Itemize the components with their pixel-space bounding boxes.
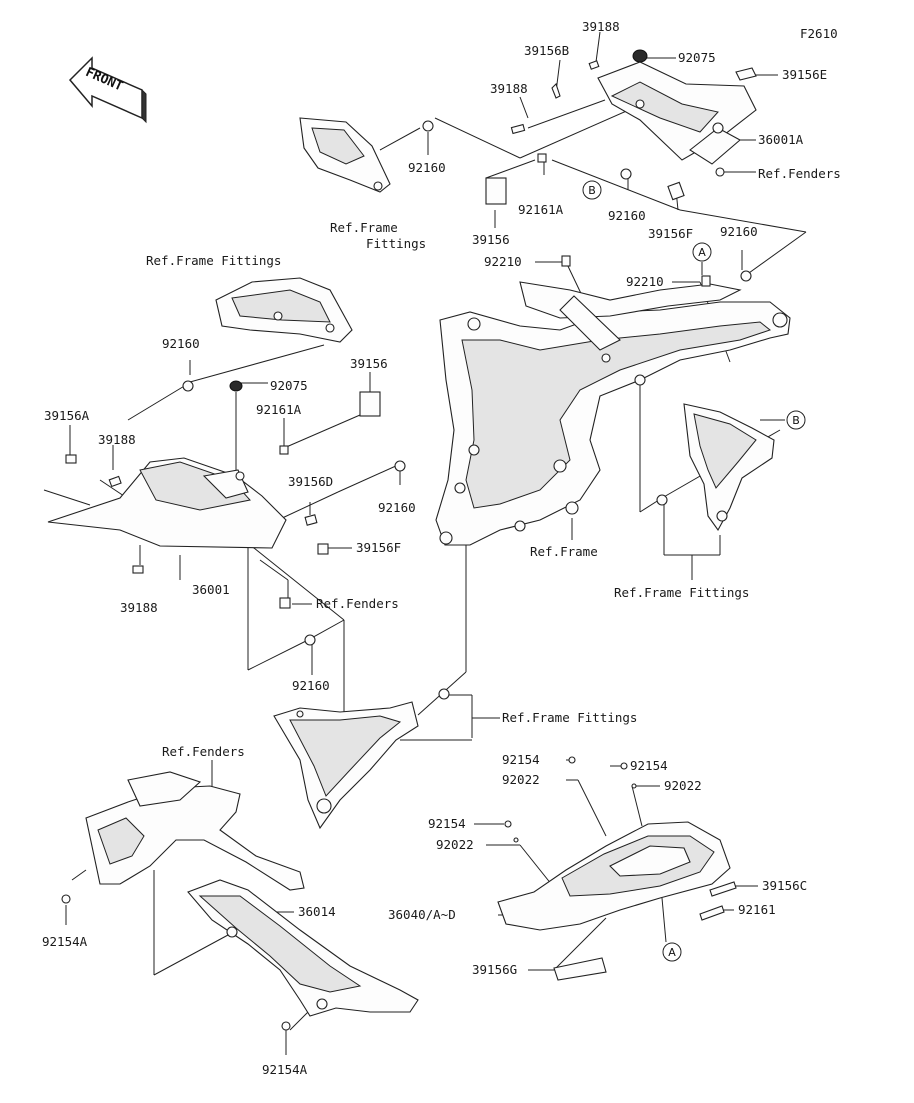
label-ref-frame-fittings-c: Ref.Frame Fittings (614, 585, 749, 600)
label-92160-c: 92160 (720, 224, 758, 239)
part-39156D-39156F-mid (279, 514, 329, 609)
label-92161A-mid: 92161A (256, 402, 302, 417)
part-92154A-bolts (61, 894, 291, 1031)
part-ref-frame-fitting-lower (273, 701, 419, 830)
label-39156D: 39156D (288, 474, 333, 489)
label-92161: 92161 (738, 902, 776, 917)
part-ref-fenders-lower (85, 771, 305, 891)
label-ref-fenders-b: Ref.Fenders (316, 596, 399, 611)
label-92022-b: 92022 (664, 778, 702, 793)
label-39156F-mid: 39156F (356, 540, 401, 555)
label-39156G: 39156G (472, 962, 517, 977)
front-arrow-icon: FRONT (68, 56, 147, 124)
figure-id: F2610 (800, 26, 838, 41)
label-92154A-b: 92154A (262, 1062, 308, 1077)
label-92154-b: 92154 (630, 758, 668, 773)
label-39156F-top: 39156F (648, 226, 693, 241)
label-36001A: 36001A (758, 132, 804, 147)
label-39156-top: 39156 (472, 232, 510, 247)
label-36001: 36001 (192, 582, 230, 597)
part-ref-frame-main (435, 281, 791, 546)
part-39156F-top (667, 167, 725, 201)
callout-B-right: B (786, 410, 806, 430)
label-92210-b: 92210 (626, 274, 664, 289)
svg-text:A: A (668, 946, 676, 959)
label-36014: 36014 (298, 904, 336, 919)
part-ref-frame-fitting-mid (215, 277, 353, 343)
label-92160-d: 92160 (162, 336, 200, 351)
label-92160-a: 92160 (408, 160, 446, 175)
label-92160-b: 92160 (608, 208, 646, 223)
label-39188-left: 39188 (98, 432, 136, 447)
callout-A-top: A (692, 242, 712, 262)
part-39156B (551, 82, 561, 99)
label-36040: 36040/A~D (388, 907, 456, 922)
part-92161A-mid (279, 445, 289, 455)
part-92154-92022-screws (504, 756, 637, 843)
label-39156A: 39156A (44, 408, 90, 423)
part-ref-frame-fitting-right (683, 403, 775, 532)
label-92154-c: 92154 (428, 816, 466, 831)
label-ref-frame-fittings-d: Ref.Frame Fittings (502, 710, 637, 725)
label-ref-fenders-a: Ref.Fenders (758, 166, 841, 181)
part-92160-grommets (182, 120, 752, 700)
part-36001A-rear-bracket (597, 61, 757, 165)
part-labels: 39188 39156B 92075 39156E 39188 36001A 9… (42, 19, 841, 1077)
svg-text:B: B (588, 184, 596, 197)
leader-lines (43, 31, 807, 1055)
part-92075-grommet-mid (229, 380, 243, 392)
label-92160-e: 92160 (378, 500, 416, 515)
label-92075-mid: 92075 (270, 378, 308, 393)
label-39188-bottom: 39188 (120, 600, 158, 615)
part-39156-mid-pad (359, 391, 381, 417)
label-ref-frame: Ref.Frame (530, 544, 598, 559)
part-92210-collars (561, 255, 711, 287)
part-39188-pads (510, 60, 600, 135)
label-92075-top: 92075 (678, 50, 716, 65)
callout-B-left: B (582, 180, 602, 200)
part-36040-tail-cowl (497, 821, 731, 931)
callout-A-bottom: A (662, 942, 682, 962)
part-39156E (735, 67, 757, 81)
svg-text:B: B (792, 414, 800, 427)
label-ref-fenders-c: Ref.Fenders (162, 744, 245, 759)
svg-text:A: A (698, 246, 706, 259)
label-92154-a: 92154 (502, 752, 540, 767)
label-92210-a-visible: 92210 (484, 254, 522, 269)
label-39188-top: 39188 (582, 19, 620, 34)
label-39156B: 39156B (524, 43, 569, 58)
label-92022-c: 92022 (436, 837, 474, 852)
label-39188-mid: 39188 (490, 81, 528, 96)
label-ref-frame-fittings-b: Ref.Frame Fittings (146, 253, 281, 268)
part-36001-side-cover (47, 457, 287, 549)
part-39156G-pad (553, 957, 607, 981)
part-92161A-top (537, 153, 547, 163)
label-39156C: 39156C (762, 878, 807, 893)
part-ref-frame-fitting-upper (299, 117, 391, 193)
label-ref-frame-fittings-a2: Fittings (366, 236, 426, 251)
label-39156-mid: 39156 (350, 356, 388, 371)
label-ref-frame-fittings-a1: Ref.Frame (330, 220, 398, 235)
part-92075-grommet-top (632, 49, 648, 63)
part-36014-chain-cover (187, 879, 419, 1017)
part-39156C-92161-clips (699, 881, 737, 921)
label-92161A-top: 92161A (518, 202, 564, 217)
part-39156A-39188-clips (65, 454, 144, 574)
label-92160-f: 92160 (292, 678, 330, 693)
label-39156E: 39156E (782, 67, 827, 82)
part-39156-top-pad (485, 177, 507, 205)
label-92022-a: 92022 (502, 772, 540, 787)
label-92154A-a: 92154A (42, 934, 88, 949)
